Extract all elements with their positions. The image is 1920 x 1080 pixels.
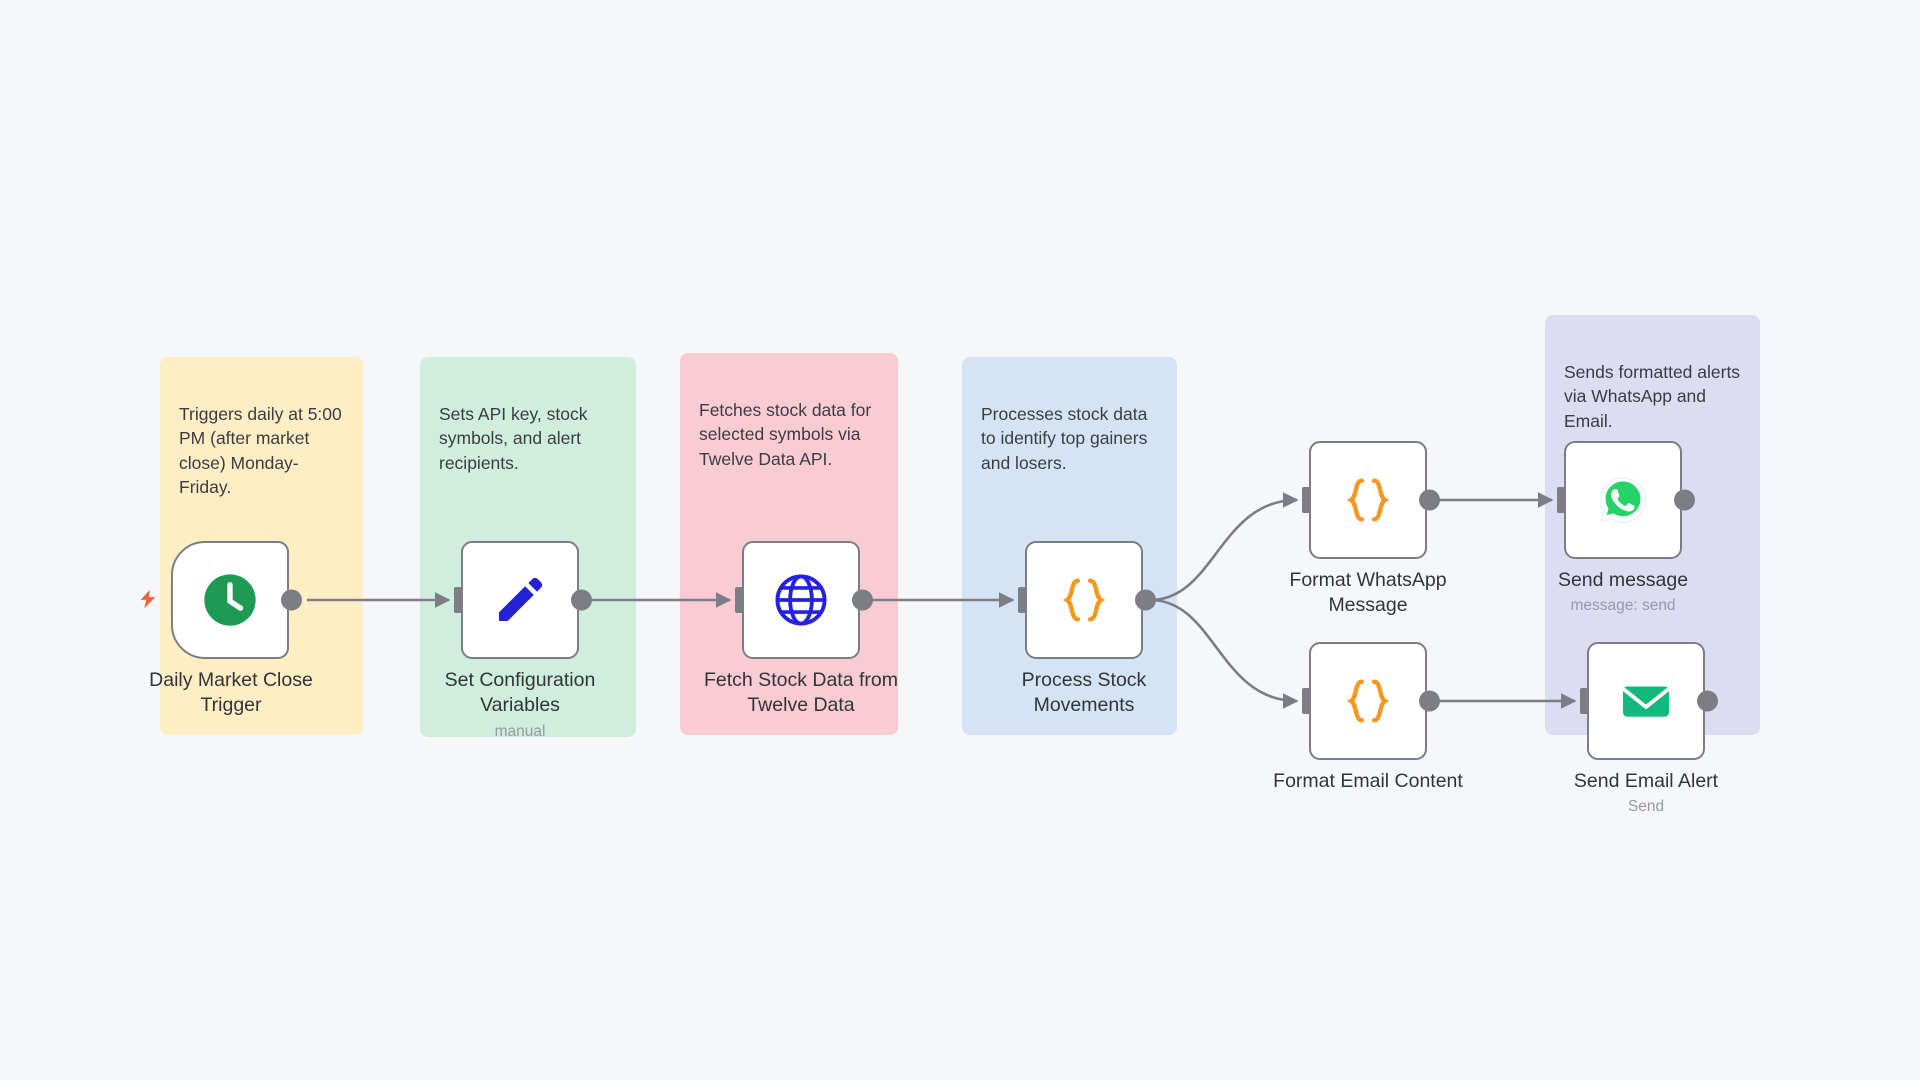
node-label-set-configuration-variables: Set Configuration Variables xyxy=(444,669,596,716)
sticky-note-text: Processes stock data to identify top gai… xyxy=(981,403,1148,473)
sticky-note-text: Fetches stock data for selected symbols … xyxy=(699,399,872,469)
output-port[interactable] xyxy=(1697,690,1718,712)
sticky-note-text: Sets API key, stock symbols, and alert r… xyxy=(439,403,588,473)
node-format-email-content[interactable] xyxy=(1302,642,1440,760)
node-subtitle-send-message: message: send xyxy=(1570,597,1676,614)
node-label-process-stock-movements: Process Stock Movements xyxy=(1021,669,1147,716)
output-port[interactable] xyxy=(571,589,592,611)
output-port[interactable] xyxy=(281,589,302,611)
wire-process-to-format-email[interactable] xyxy=(1151,598,1299,709)
node-subtitle-send-email-alert: Send xyxy=(1627,798,1665,815)
input-port[interactable] xyxy=(1580,688,1589,714)
code-braces-icon xyxy=(1339,672,1397,730)
output-port[interactable] xyxy=(1135,589,1156,611)
node-format-whatsapp-message[interactable] xyxy=(1302,441,1440,559)
code-braces-icon xyxy=(1055,571,1113,629)
envelope-icon xyxy=(1617,672,1675,730)
node-label-fetch-stock-data-from-twelve-data: Fetch Stock Data from Twelve Data xyxy=(704,669,898,716)
code-braces-icon xyxy=(1339,471,1397,529)
output-port[interactable] xyxy=(852,589,873,611)
output-port[interactable] xyxy=(1419,690,1440,712)
node-send-email-alert[interactable] xyxy=(1580,642,1718,760)
input-port[interactable] xyxy=(1302,487,1311,513)
sticky-note-text: Triggers daily at 5:00 PM (after market … xyxy=(179,403,342,498)
node-daily-market-close-trigger[interactable] xyxy=(171,541,302,659)
clock-icon xyxy=(202,572,258,628)
input-port[interactable] xyxy=(735,587,744,613)
node-send-message[interactable] xyxy=(1557,441,1695,559)
node-subtitle-set-configuration-variables: manual xyxy=(494,723,546,740)
whatsapp-icon xyxy=(1595,472,1651,528)
output-port[interactable] xyxy=(1419,489,1440,511)
input-port[interactable] xyxy=(1557,487,1566,513)
node-fetch-stock-data-from-twelve-data[interactable] xyxy=(735,541,873,659)
input-port[interactable] xyxy=(1302,688,1311,714)
lightning-bolt-icon xyxy=(137,586,159,612)
sticky-note-text: Sends formatted alerts via WhatsApp and … xyxy=(1564,361,1741,431)
node-label-send-email-alert: Send Email Alert xyxy=(1573,770,1719,792)
wire-process-to-format-whatsapp[interactable] xyxy=(1151,492,1299,602)
node-label-format-email-content: Format Email Content xyxy=(1273,770,1463,792)
input-port[interactable] xyxy=(1018,587,1027,613)
node-process-stock-movements[interactable] xyxy=(1018,541,1156,659)
input-port[interactable] xyxy=(454,587,463,613)
node-set-configuration-variables[interactable] xyxy=(454,541,592,659)
pencil-icon xyxy=(492,572,548,628)
node-label-format-whatsapp-message: Format WhatsApp Message xyxy=(1289,569,1447,616)
globe-icon xyxy=(772,571,830,629)
node-label-daily-market-close-trigger: Daily Market Close Trigger xyxy=(149,669,313,716)
node-label-send-message: Send message xyxy=(1557,569,1689,591)
output-port[interactable] xyxy=(1674,489,1695,511)
